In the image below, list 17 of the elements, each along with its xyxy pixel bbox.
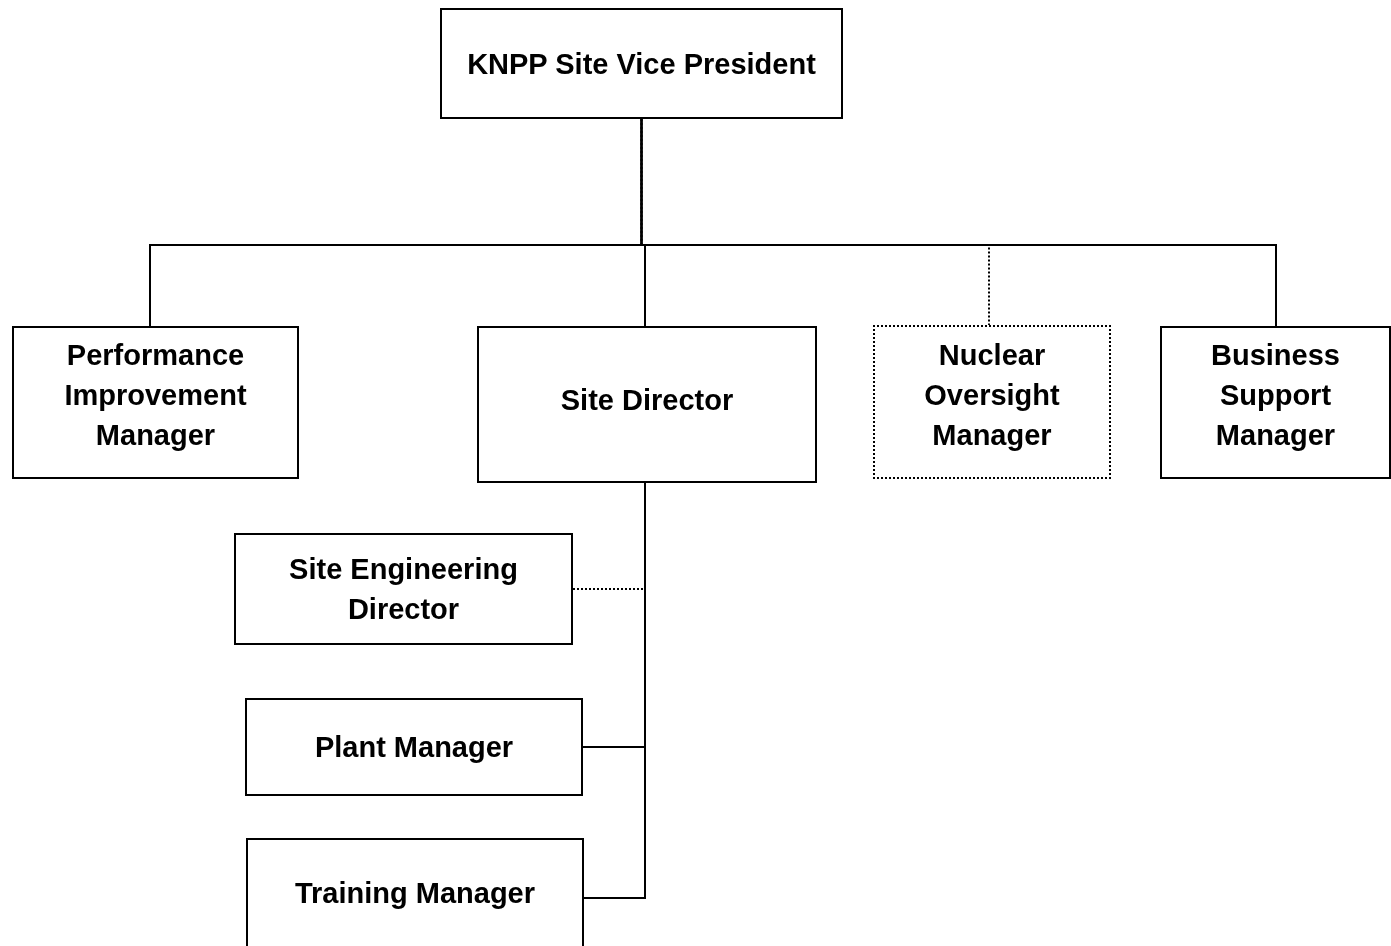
- role-title: Site Director: [559, 382, 735, 418]
- org-box: [245, 698, 583, 796]
- org-box: [234, 533, 573, 645]
- role-title: Training Manager: [293, 876, 537, 911]
- connector-line: [640, 118, 1277, 327]
- org-box: [477, 326, 817, 483]
- role-title: Business Support Manager: [1210, 338, 1341, 453]
- role-title: Performance Improvement Manager: [63, 338, 248, 453]
- org-box: [440, 8, 843, 119]
- role-title: Plant Manager: [313, 730, 515, 765]
- role-title: Nuclear Oversight Manager: [923, 337, 1061, 453]
- org-box: [1160, 326, 1391, 479]
- org-box: [246, 838, 584, 946]
- role-title: Site Engineering Director: [288, 552, 519, 627]
- org-box: [873, 325, 1111, 479]
- role-title: KNPP Site Vice President: [466, 46, 817, 82]
- org-box: [12, 326, 299, 479]
